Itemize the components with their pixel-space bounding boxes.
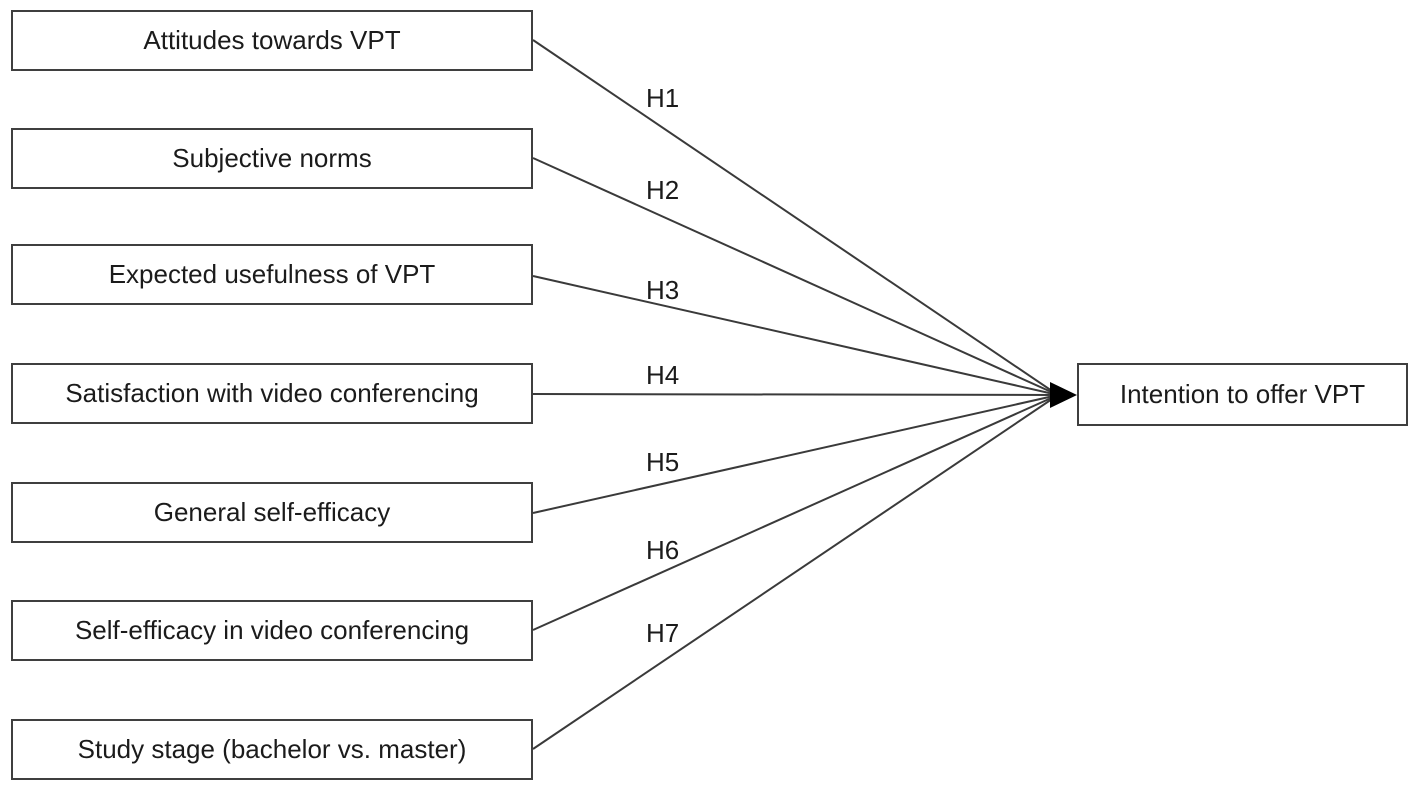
node-label: Intention to offer VPT (1119, 379, 1366, 410)
hypothesis-label-h3: H3 (646, 275, 680, 305)
hypothesis-label-h7: H7 (646, 618, 680, 648)
node-label: Attitudes towards VPT (143, 25, 401, 56)
connector-h7 (532, 394, 1059, 750)
connector-h1 (532, 39, 1059, 396)
node-self-efficacy-video-conferencing: Self-efficacy in video conferencing (11, 600, 533, 661)
connector-h6 (532, 394, 1059, 631)
node-label: Self-efficacy in video conferencing (74, 615, 470, 646)
hypothesis-label-h5: H5 (646, 447, 680, 477)
node-label: Subjective norms (172, 143, 372, 174)
node-satisfaction-video-conferencing: Satisfaction with video conferencing (11, 363, 533, 424)
hypothesis-label-h1: H1 (646, 83, 680, 113)
node-attitudes-towards-vpt: Attitudes towards VPT (11, 10, 533, 71)
connector-h2 (532, 157, 1059, 396)
node-label: Satisfaction with video conferencing (65, 378, 479, 409)
node-intention-to-offer-vpt: Intention to offer VPT (1077, 363, 1408, 426)
node-general-self-efficacy: General self-efficacy (11, 482, 533, 543)
node-label: Study stage (bachelor vs. master) (77, 734, 467, 765)
connector-h5 (532, 394, 1059, 514)
node-label: General self-efficacy (153, 497, 391, 528)
node-expected-usefulness: Expected usefulness of VPT (11, 244, 533, 305)
hypothesis-label-h2: H2 (646, 175, 680, 205)
node-study-stage: Study stage (bachelor vs. master) (11, 719, 533, 780)
node-subjective-norms: Subjective norms (11, 128, 533, 189)
node-label: Expected usefulness of VPT (108, 259, 436, 290)
hypothesis-label-h4: H4 (646, 360, 680, 390)
connector-h3 (532, 275, 1059, 396)
hypothesis-label-h6: H6 (646, 535, 680, 565)
arrowhead-icon (1050, 382, 1077, 408)
connector-h4 (532, 393, 1059, 396)
